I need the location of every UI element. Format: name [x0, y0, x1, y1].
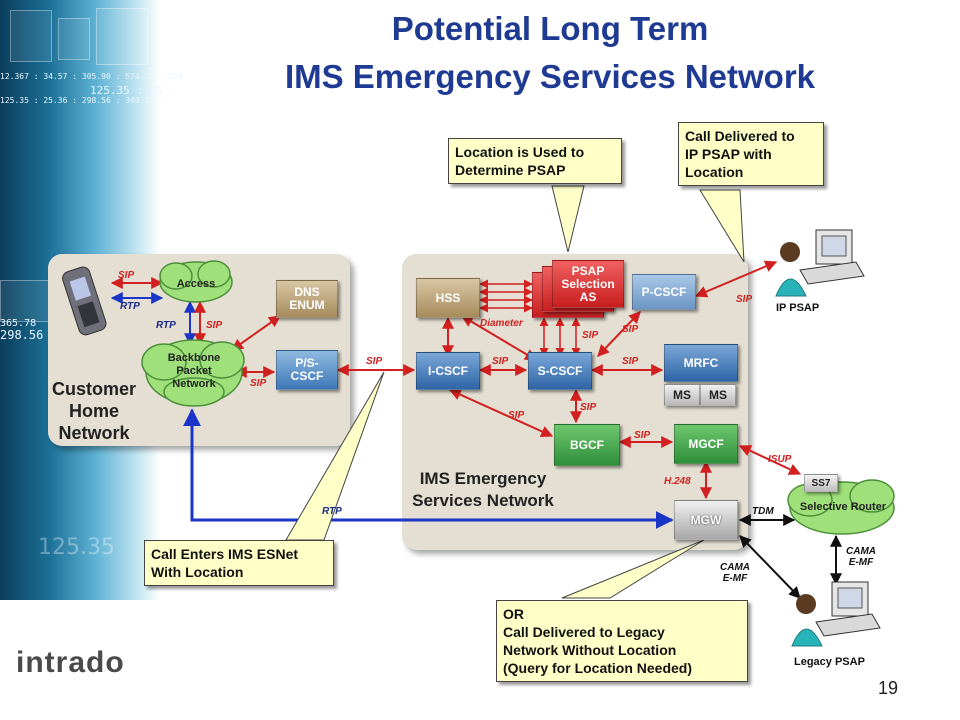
ms-node-2: MS	[700, 384, 736, 406]
decor-block	[10, 10, 52, 62]
mobile-phone-icon	[62, 266, 107, 336]
callout-legacy-delivery: OR Call Delivered to Legacy Network With…	[496, 600, 748, 682]
tdm-label: TDM	[752, 506, 774, 517]
decor-number: 125.35 : 25.36 : 298.56 : 340.78 :	[0, 96, 164, 105]
ss7-node: SS7	[804, 474, 838, 492]
sip-label: SIP	[622, 324, 639, 335]
sip-label: SIP	[508, 410, 525, 421]
cama-emf-label: CAMA E-MF	[720, 562, 750, 584]
sip-label: SIP	[118, 270, 135, 281]
hss-node: HSS	[416, 278, 480, 318]
decor-block	[58, 18, 90, 60]
decor-number: 12.367 : 34.57 : 305.90 : 574.23 : 734	[0, 72, 184, 81]
callout-ip-psap-delivery: Call Delivered to IP PSAP with Location	[678, 122, 824, 186]
p-cscf-node: P-CSCF	[632, 274, 696, 310]
ip-psap-label: IP PSAP	[776, 302, 820, 314]
selective-router-cloud	[787, 479, 895, 535]
access-cloud-label: Access	[176, 278, 216, 290]
decor-number: 298.56	[0, 328, 44, 342]
h248-label: H.248	[664, 476, 691, 487]
callout-pointer	[551, 185, 585, 253]
access-cloud	[159, 260, 233, 303]
selective-router-label: Selective Router	[799, 501, 887, 513]
backbone-cloud	[141, 339, 245, 407]
decor-block	[96, 8, 148, 65]
slide-number: 19	[878, 678, 899, 698]
callout-call-enters: Call Enters IMS ESNet With Location	[144, 540, 334, 586]
s-cscf-node: S-CSCF	[528, 352, 592, 390]
decor-number: 125.35	[38, 535, 115, 560]
intrado-logo: intrado	[16, 646, 125, 679]
sip-label: SIP	[366, 356, 383, 367]
psap-selection-as-node: PSAP Selection AS	[552, 260, 624, 308]
backbone-cloud-label: Backbone Packet Network	[167, 352, 221, 390]
callout-pointer	[699, 189, 745, 263]
ims-emergency-network-label: IMS Emergency Services Network	[412, 469, 554, 510]
diameter-label: Diameter	[480, 318, 523, 329]
customer-home-network-label: Customer Home Network	[51, 379, 136, 443]
sip-label: SIP	[622, 356, 639, 367]
sip-label: SIP	[580, 402, 597, 413]
sip-label: SIP	[206, 320, 223, 331]
i-cscf-node: I-CSCF	[416, 352, 480, 390]
legacy-psap-label: Legacy PSAP	[794, 656, 865, 668]
dns-enum-node: DNS ENUM	[276, 280, 338, 318]
sip-label: SIP	[736, 294, 753, 305]
ps-cscf-node: P/S- CSCF	[276, 350, 338, 390]
title-line-2: IMS Emergency Services Network	[284, 58, 816, 95]
title-line-1: Potential Long Term	[391, 10, 709, 47]
rtp-label: RTP	[156, 320, 176, 331]
isup-label: ISUP	[768, 454, 792, 465]
bgcf-node: BGCF	[554, 424, 620, 466]
rtp-label: RTP	[120, 301, 140, 312]
decor-number: 365.78	[0, 318, 37, 329]
sip-label: SIP	[634, 430, 651, 441]
cama-emf-label: CAMA E-MF	[846, 546, 876, 568]
mgw-node: MGW	[674, 500, 738, 540]
mrfc-node: MRFC	[664, 344, 738, 382]
mgcf-node: MGCF	[674, 424, 738, 464]
sip-label: SIP	[250, 378, 267, 389]
sip-label: SIP	[492, 356, 509, 367]
callout-pointer	[561, 539, 705, 599]
ms-node-1: MS	[664, 384, 700, 406]
callout-location-psap: Location is Used to Determine PSAP	[448, 138, 622, 184]
sip-label: SIP	[582, 330, 599, 341]
rtp-label: RTP	[322, 506, 342, 517]
decor-number: 125.35 : 25	[90, 84, 163, 97]
ip-psap-operator-icon	[775, 229, 865, 297]
legacy-psap-operator-icon	[791, 581, 881, 647]
